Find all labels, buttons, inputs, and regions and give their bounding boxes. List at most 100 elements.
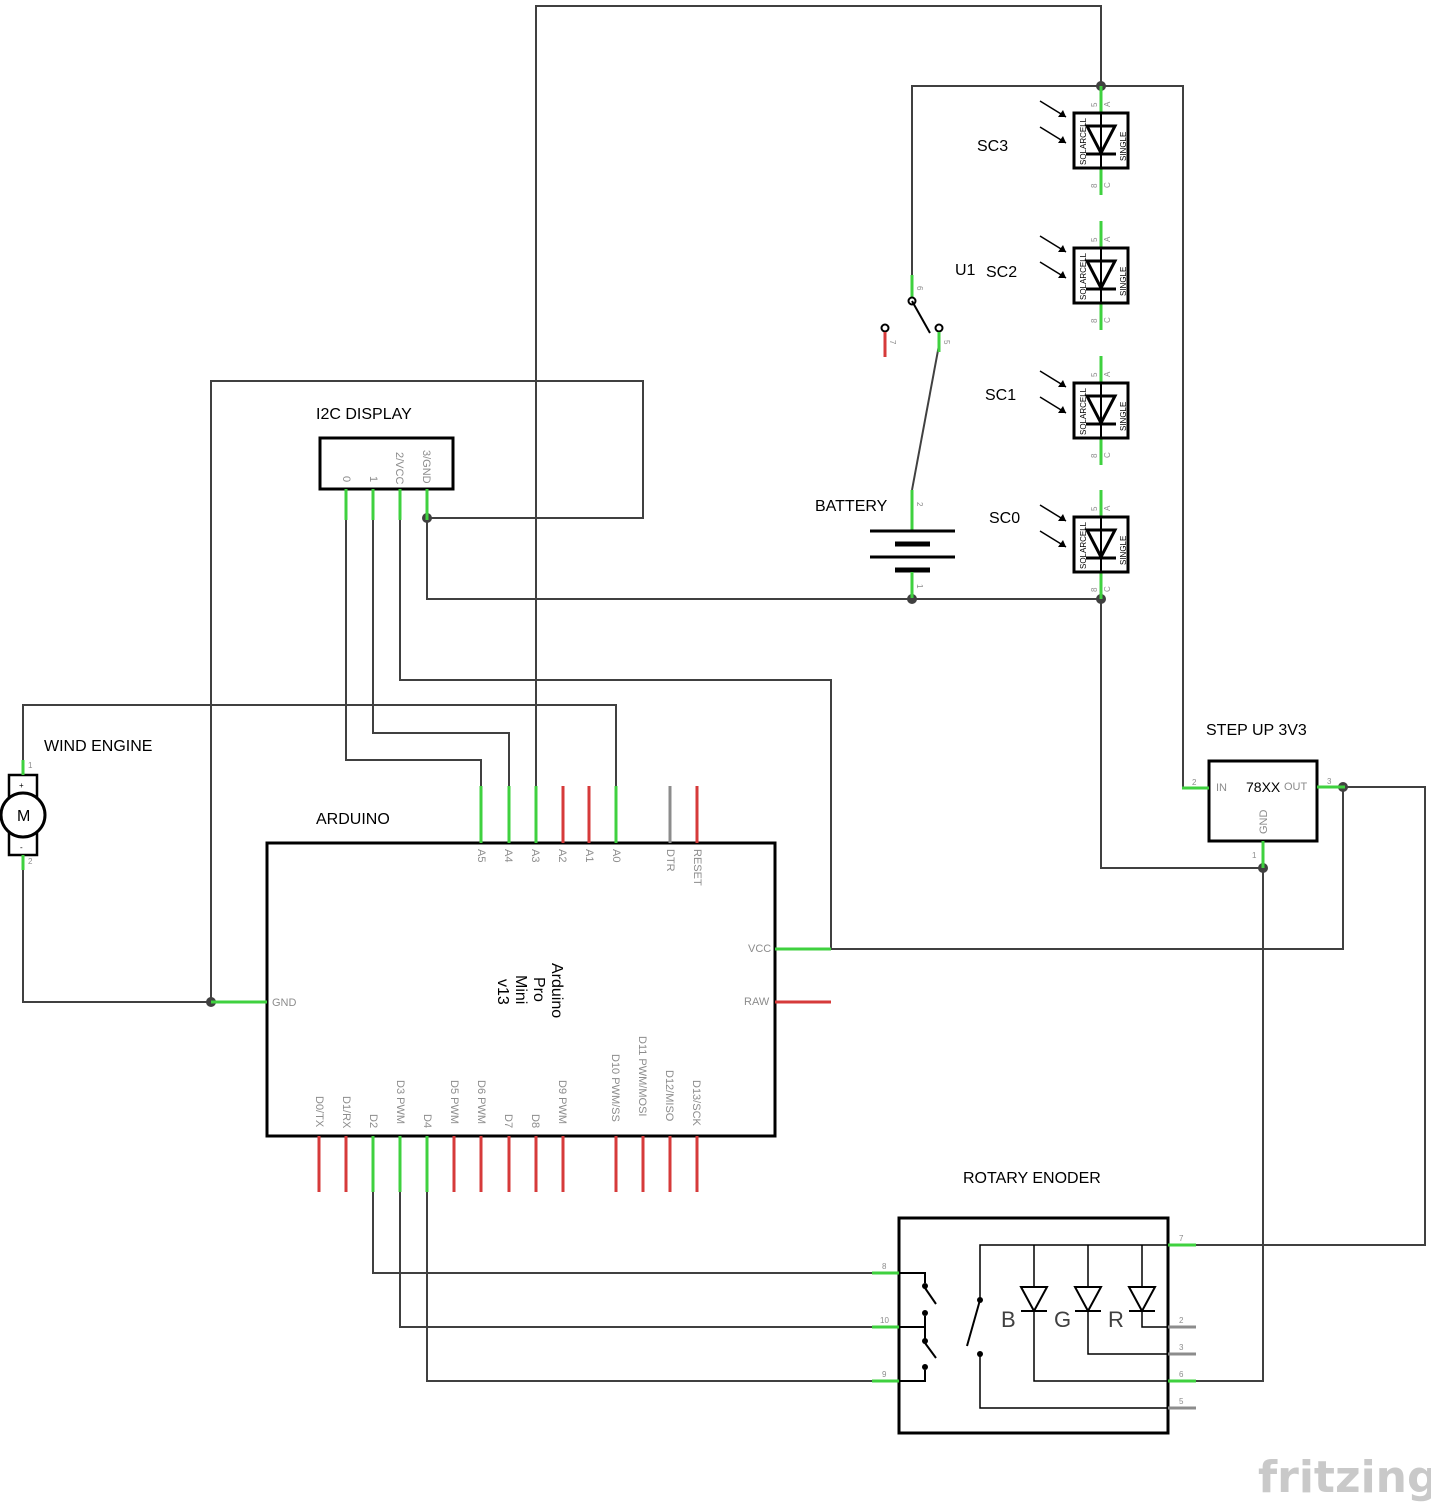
rotary-pin-5: 5 bbox=[1179, 1397, 1184, 1406]
switch-pin-6: 6 bbox=[915, 286, 924, 291]
arduino-pin-d0: D0/TX bbox=[313, 1096, 325, 1128]
solar-pin-num: 5 bbox=[1090, 372, 1099, 377]
motor-letter: M bbox=[17, 808, 30, 825]
solar-pin-c: C bbox=[1103, 182, 1112, 188]
arduino-name-1: Arduino bbox=[548, 963, 565, 1018]
arduino-pin-d13: D13/SCK bbox=[690, 1080, 702, 1127]
wire-solar-top-bus bbox=[911, 85, 1210, 789]
wire-display-1-a4 bbox=[372, 518, 510, 790]
switch-label: U1 bbox=[955, 262, 976, 279]
wire-battery-switch bbox=[911, 344, 940, 491]
wire-reg-out-vcc bbox=[776, 787, 1344, 950]
display-pin-gnd: 3/GND bbox=[420, 450, 432, 484]
arduino-pin-a4: A4 bbox=[502, 849, 514, 862]
wire-d3-rotary bbox=[399, 1190, 900, 1328]
display-pin-0: 0 bbox=[340, 476, 352, 482]
arduino-pin-d6: D6 PWM bbox=[475, 1080, 487, 1124]
solar-pin-num: 5 bbox=[1090, 506, 1099, 511]
reg-pin-num-gnd: 1 bbox=[1252, 851, 1257, 860]
rotary-encoder: ROTARY ENODER 8 10 9 bbox=[872, 1170, 1196, 1435]
switch-pin-5: 5 bbox=[942, 340, 951, 345]
motor-icon bbox=[0, 791, 47, 839]
arduino-pin-a2: A2 bbox=[556, 849, 568, 862]
arduino-pin-d2: D2 bbox=[367, 1114, 379, 1128]
wires bbox=[22, 5, 1426, 1382]
arduino-pin-d9: D9 PWM bbox=[556, 1080, 568, 1124]
led-b-label: B bbox=[1001, 1307, 1016, 1332]
solar-cell-text: SOLARCELL bbox=[1079, 387, 1088, 435]
wire-display-0-a5 bbox=[345, 518, 482, 790]
rotary-label: ROTARY ENODER bbox=[963, 1170, 1101, 1187]
wind-engine-label: WIND ENGINE bbox=[44, 738, 152, 755]
sc1-label: SC1 bbox=[985, 387, 1016, 404]
switch-pin-7: 7 bbox=[888, 340, 897, 345]
arduino-name-2: Pro bbox=[530, 977, 547, 1002]
arduino-pin-d7: D7 bbox=[502, 1114, 514, 1128]
reg-pin-gnd: GND bbox=[1258, 810, 1270, 835]
wire-reg-out-right bbox=[1170, 786, 1426, 1246]
arduino-name-4: v13 bbox=[494, 979, 511, 1005]
solar-pin-a: A bbox=[1103, 236, 1112, 242]
solar-cell-text: SOLARCELL bbox=[1079, 521, 1088, 569]
arduino-pin-reset: RESET bbox=[691, 849, 703, 886]
solar-pin-a: A bbox=[1103, 371, 1112, 377]
arduino-pin-gnd: GND bbox=[272, 997, 297, 1009]
reg-name: 78XX bbox=[1246, 779, 1281, 795]
arduino-pin-a1: A1 bbox=[583, 849, 595, 862]
step-up-regulator: STEP UP 3V3 IN OUT 78XX GND 2 3 1 bbox=[1182, 722, 1345, 868]
motor-pin-2: 2 bbox=[28, 857, 33, 866]
arduino-pin-d1: D1/RX bbox=[340, 1096, 352, 1129]
motor-pin-1: 1 bbox=[28, 761, 33, 770]
fritzing-logo: fritzing bbox=[1258, 1452, 1431, 1503]
wire-solar-bottom-gnd bbox=[1100, 599, 1263, 869]
arduino-pin-a5: A5 bbox=[475, 849, 487, 862]
wire-display-vcc bbox=[399, 518, 832, 949]
arduino: ARDUINO A5 A4 A3 A2 A1 A0 DTR RESET GND … bbox=[211, 786, 831, 1192]
arduino-pin-d10: D10 PWM/SS bbox=[609, 1054, 621, 1122]
battery-label: BATTERY bbox=[815, 498, 888, 515]
reg-pin-in: IN bbox=[1216, 782, 1227, 794]
wire-d2-rotary bbox=[372, 1190, 900, 1274]
battery: BATTERY 2 1 bbox=[815, 490, 955, 598]
solar-pin-num: 8 bbox=[1090, 318, 1099, 323]
rgb-leds: B G R bbox=[1001, 1245, 1168, 1382]
solar-pin-c: C bbox=[1103, 586, 1112, 592]
led-r-label: R bbox=[1108, 1307, 1124, 1332]
motor-plus: + bbox=[19, 781, 24, 790]
wire-a3-to-solar-top bbox=[535, 5, 1102, 790]
battery-pin-2: 2 bbox=[915, 502, 924, 507]
arduino-pin-d12: D12/MISO bbox=[663, 1070, 675, 1122]
switch-u1: U1 6 7 5 bbox=[880, 262, 976, 357]
arduino-pin-d5: D5 PWM bbox=[448, 1080, 460, 1124]
wire-display-gnd-to-solar bbox=[426, 518, 1101, 600]
solar-cell-text: SINGLE bbox=[1119, 267, 1128, 296]
arduino-pin-d8: D8 bbox=[529, 1114, 541, 1128]
led-g-label: G bbox=[1054, 1307, 1071, 1332]
solar-pin-c: C bbox=[1103, 452, 1112, 458]
arduino-pin-a0: A0 bbox=[610, 849, 622, 862]
rotary-pin-7: 7 bbox=[1179, 1234, 1184, 1243]
i2c-display-label: I2C DISPLAY bbox=[316, 406, 412, 423]
solar-pin-num: 8 bbox=[1090, 587, 1099, 592]
wire-d4-rotary bbox=[426, 1190, 900, 1382]
wire-motor-gnd bbox=[22, 858, 211, 1003]
reg-pin-num-out: 3 bbox=[1327, 777, 1332, 786]
solar-pin-a: A bbox=[1103, 101, 1112, 107]
i2c-display: I2C DISPLAY 0 1 2/VCC 3/GND bbox=[316, 406, 455, 520]
arduino-pin-a3: A3 bbox=[529, 849, 541, 862]
display-pin-vcc: 2/VCC bbox=[393, 452, 405, 484]
rotary-pin-9: 9 bbox=[882, 1370, 887, 1379]
wind-engine: WIND ENGINE M + - 1 2 bbox=[0, 738, 152, 870]
solar-pin-num: 5 bbox=[1090, 237, 1099, 242]
sc2-label: SC2 bbox=[986, 264, 1017, 281]
solar-cell-text: SINGLE bbox=[1119, 132, 1128, 161]
solar-pin-num: 8 bbox=[1090, 183, 1099, 188]
rotary-pin-6: 6 bbox=[1179, 1370, 1184, 1379]
solar-pin-a: A bbox=[1103, 505, 1112, 511]
